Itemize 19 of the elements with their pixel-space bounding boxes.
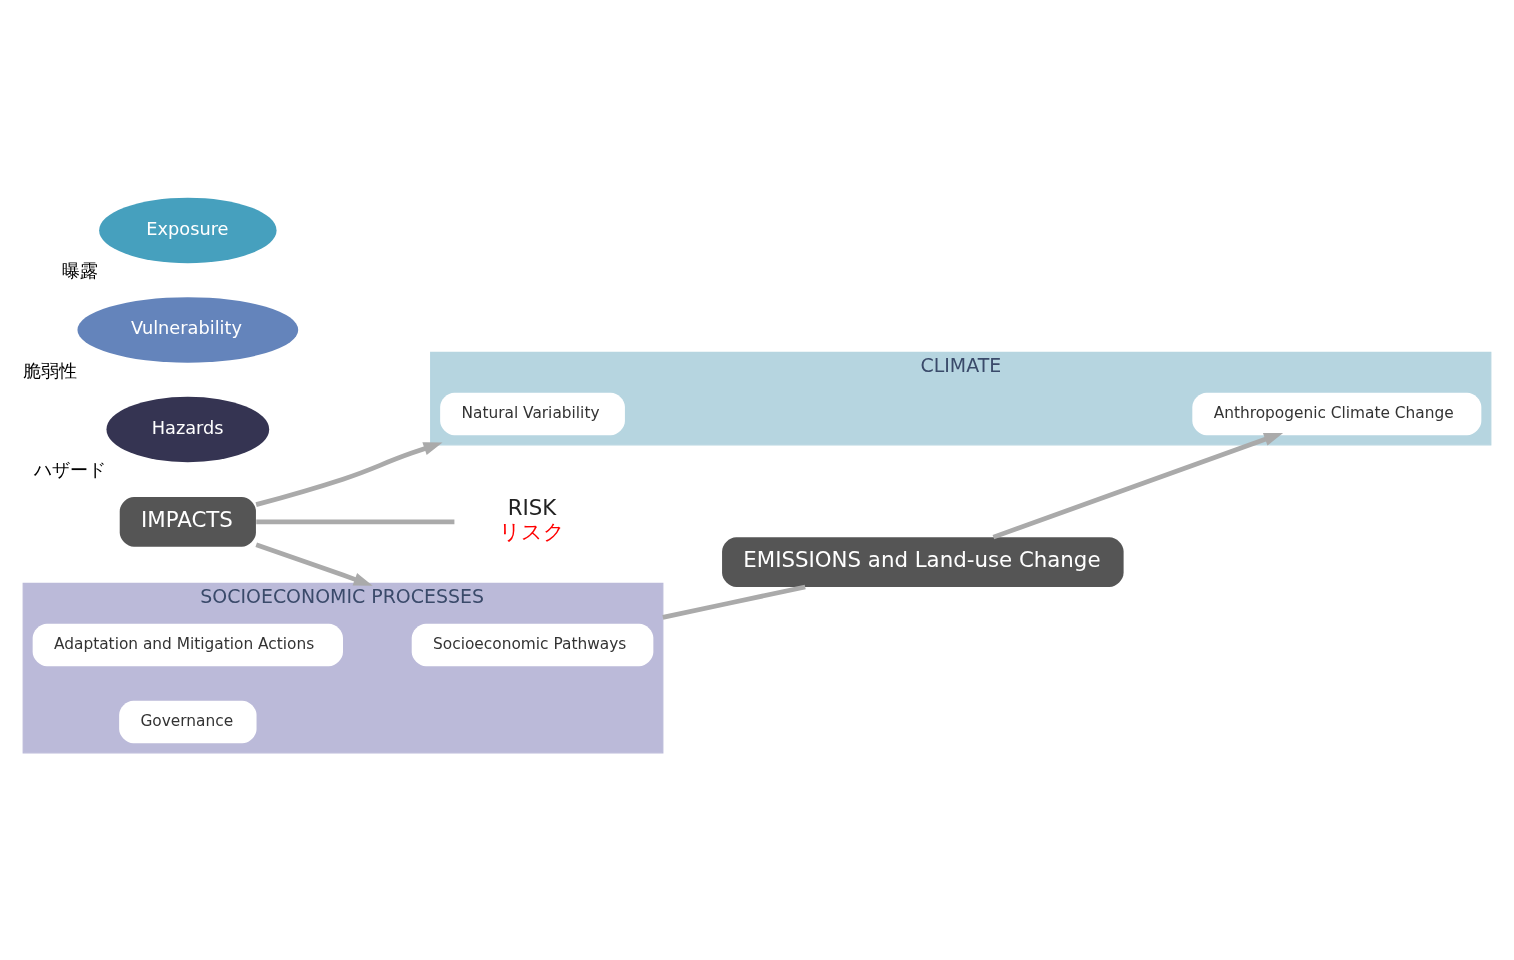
connector [662,584,806,620]
node-box: Governance [119,700,257,744]
node-box: Adaptation and Mitigation Actions [32,623,343,667]
node-label: 曝露 [62,261,99,282]
node-ellipse: Hazards [106,396,270,463]
connector [256,519,455,525]
node-label: 脆弱性 [22,360,77,381]
arrow [255,442,443,507]
node-text: RISK リスク [498,495,565,544]
arrow [992,432,1284,540]
arrow [255,542,373,586]
node-ellipse: Exposure [99,197,277,264]
node-label: ハザード [34,460,107,481]
node-box: Natural Variability [440,392,625,436]
node-box: EMISSIONS and Land-use Change [722,537,1124,587]
node-ellipse: Vulnerability [77,297,299,363]
node-box: IMPACTS [119,496,256,547]
node-box: Anthropogenic Climate Change [1192,392,1482,436]
node-box: Socioeconomic Pathways [411,623,654,667]
